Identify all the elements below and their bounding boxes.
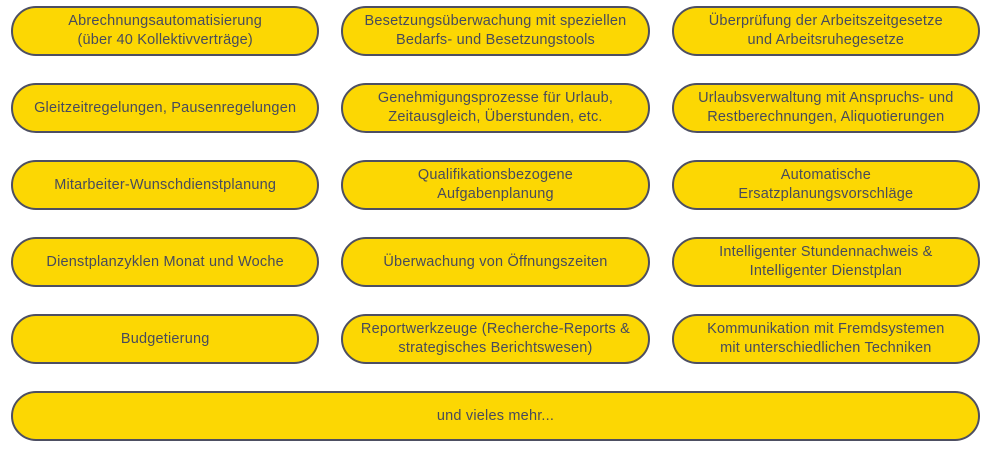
feature-label: Urlaubsverwaltung mit Anspruchs- und Res…: [698, 90, 954, 125]
feature-label-more: und vieles mehr...: [436, 407, 555, 424]
feature-pill: Gleitzeitregelungen, Pausenregelungen: [11, 83, 320, 133]
feature-pill: Mitarbeiter-Wunschdienstplanung: [11, 160, 320, 210]
feature-pill: Überprüfung der Arbeitszeitgesetze und A…: [671, 6, 980, 56]
feature-pill: Budgetierung: [11, 314, 320, 364]
feature-label: Besetzungsüberwachung mit speziellen Bed…: [364, 13, 627, 48]
feature-label: Kommunikation mit Fremdsystemen mit unte…: [707, 321, 945, 356]
feature-pill: Abrechnungsautomatisierung (über 40 Koll…: [11, 6, 320, 56]
feature-pill: Dienstplanzyklen Monat und Woche: [11, 237, 320, 287]
feature-pill: Besetzungsüberwachung mit speziellen Bed…: [341, 6, 650, 56]
feature-label: Genehmigungsprozesse für Urlaub, Zeitaus…: [377, 90, 614, 125]
feature-label: Dienstplanzyklen Monat und Woche: [46, 253, 284, 270]
feature-pill: Genehmigungsprozesse für Urlaub, Zeitaus…: [341, 83, 650, 133]
feature-pill: Urlaubsverwaltung mit Anspruchs- und Res…: [671, 83, 980, 133]
feature-pill: Kommunikation mit Fremdsystemen mit unte…: [671, 314, 980, 364]
feature-pill: Überwachung von Öffnungszeiten: [341, 237, 650, 287]
feature-pill: Qualifikationsbezogene Aufgabenplanung: [341, 160, 650, 210]
feature-label: Mitarbeiter-Wunschdienstplanung: [54, 176, 277, 193]
feature-pill: Intelligenter Stundennachweis & Intellig…: [671, 237, 980, 287]
feature-label: Überprüfung der Arbeitszeitgesetze und A…: [708, 13, 943, 48]
feature-pill: Reportwerkzeuge (Recherche-Reports & str…: [341, 314, 650, 364]
feature-label: Gleitzeitregelungen, Pausenregelungen: [34, 99, 297, 116]
feature-label: Überwachung von Öffnungszeiten: [383, 253, 608, 270]
feature-label: Intelligenter Stundennachweis & Intellig…: [719, 244, 933, 279]
feature-label: Qualifikationsbezogene Aufgabenplanung: [417, 167, 574, 202]
feature-label: Automatische Ersatzplanungsvorschläge: [738, 167, 914, 202]
feature-pill: Automatische Ersatzplanungsvorschläge: [671, 160, 980, 210]
feature-label: Reportwerkzeuge (Recherche-Reports & str…: [360, 321, 631, 356]
feature-label: Budgetierung: [120, 330, 210, 347]
feature-label: Abrechnungsautomatisierung (über 40 Koll…: [68, 13, 263, 48]
feature-pill-more: und vieles mehr...: [11, 391, 980, 441]
